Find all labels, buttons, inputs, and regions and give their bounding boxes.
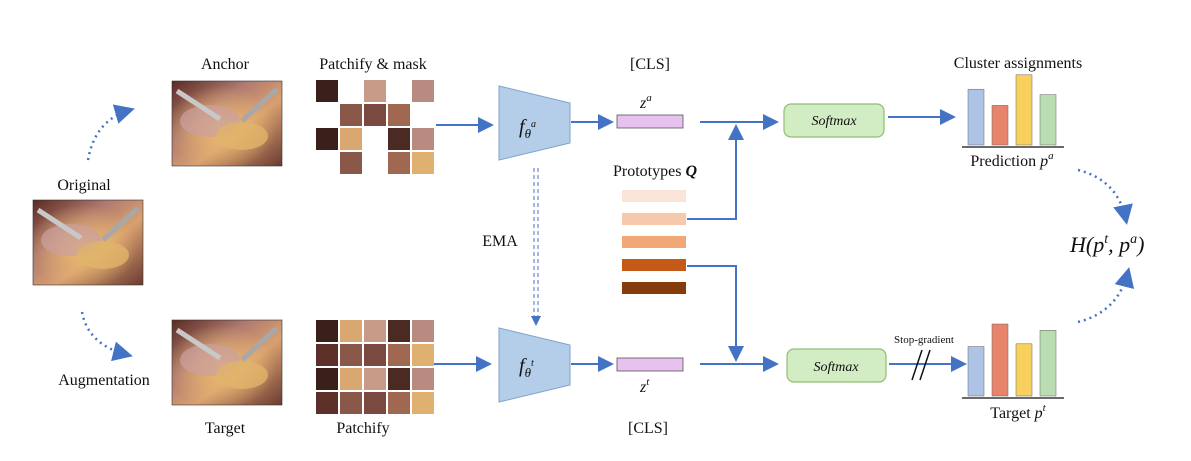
patch (388, 368, 410, 390)
stop-gradient-mark-1 (911, 349, 923, 381)
augment-arrow-down (80, 311, 133, 362)
prototypes-label: Prototypes Q (613, 163, 697, 180)
patch (412, 392, 434, 414)
masked-patch (340, 152, 362, 174)
bar (1039, 330, 1057, 397)
patch (316, 344, 338, 366)
anchor-image (172, 81, 282, 166)
prediction-label: Prediction pa (970, 150, 1054, 170)
ema-arrowhead (531, 316, 541, 326)
patch (316, 392, 338, 414)
patch (388, 344, 410, 366)
proto-to-bottom-junction (687, 265, 744, 362)
masked-patch (316, 104, 338, 126)
bar (1039, 94, 1057, 146)
patch (340, 320, 362, 342)
bar (991, 323, 1009, 397)
masked-patch (364, 128, 386, 150)
bar (967, 346, 985, 397)
teacher-encoder-label: fθt (519, 355, 534, 380)
masked-patch (316, 128, 338, 150)
bar (1015, 343, 1033, 397)
original-label: Original (57, 177, 111, 194)
softmax-bottom-label: Softmax (813, 360, 859, 375)
masked-patch (412, 104, 434, 126)
prediction-bar-chart (967, 74, 1057, 146)
prototype-vector (622, 236, 686, 248)
patch (340, 392, 362, 414)
patch (388, 320, 410, 342)
softmax-bottom-box (786, 348, 887, 383)
masked-patch-grid (316, 80, 434, 174)
masked-patch (340, 80, 362, 102)
prototype-vector (622, 282, 686, 294)
softmax-top-box (783, 103, 885, 138)
masked-patch (340, 128, 362, 150)
target-image (172, 320, 282, 405)
patch (316, 368, 338, 390)
masked-patch (412, 128, 434, 150)
augment-arrow-up (86, 104, 135, 161)
masked-patch (388, 152, 410, 174)
stop-gradient-label: Stop-gradient (894, 334, 954, 346)
patch (412, 320, 434, 342)
patch (412, 368, 434, 390)
masked-patch (388, 80, 410, 102)
original-image (33, 200, 143, 285)
masked-patch (364, 80, 386, 102)
masked-patch (316, 80, 338, 102)
masked-patch (364, 104, 386, 126)
target-bar-chart (967, 323, 1057, 397)
prediction-to-loss-arrow (1077, 168, 1133, 225)
student-encoder-label: fθa (519, 116, 536, 141)
ema-label: EMA (482, 233, 518, 250)
target-dist-label: Target pt (990, 402, 1046, 422)
patch (412, 344, 434, 366)
teacher-encoder (498, 327, 571, 403)
patchify-label: Patchify (336, 420, 389, 437)
patch (340, 368, 362, 390)
masked-patch (388, 104, 410, 126)
patch (364, 392, 386, 414)
stop-gradient-mark-2 (919, 349, 931, 381)
prototype-vector (622, 259, 686, 271)
masked-patch (340, 104, 362, 126)
softmax-top-label: Softmax (811, 114, 857, 129)
prototype-vector (622, 190, 686, 202)
masked-patch (412, 152, 434, 174)
patch (340, 344, 362, 366)
cls-token-zt (616, 357, 684, 372)
cls-token-za (616, 114, 684, 129)
prototypes-stack (622, 190, 686, 294)
bar (967, 88, 985, 146)
patch (364, 320, 386, 342)
bar (1015, 74, 1033, 146)
student-encoder (498, 85, 571, 161)
patch (364, 368, 386, 390)
patch-grid (316, 320, 434, 414)
masked-patch (388, 128, 410, 150)
loss-formula: H(pt, pa) (1069, 232, 1144, 257)
target-label: Target (205, 420, 246, 437)
patch (316, 320, 338, 342)
cls-bottom-label: [CLS] (628, 420, 668, 437)
cls-top-label: [CLS] (630, 56, 670, 73)
patchify-mask-label: Patchify & mask (319, 56, 427, 73)
masked-patch (316, 152, 338, 174)
zt-label: zt (639, 376, 650, 396)
prototype-vector (622, 213, 686, 225)
bar (991, 105, 1009, 146)
patch (388, 392, 410, 414)
masked-patch (412, 80, 434, 102)
cluster-assignments-label: Cluster assignments (954, 55, 1082, 72)
anchor-label: Anchor (201, 56, 250, 73)
masked-patch (364, 152, 386, 174)
augmentation-label: Augmentation (58, 372, 150, 389)
patch (364, 344, 386, 366)
target-to-loss-arrow (1077, 267, 1135, 324)
proto-to-top-junction (687, 124, 744, 220)
za-label: za (639, 92, 652, 112)
